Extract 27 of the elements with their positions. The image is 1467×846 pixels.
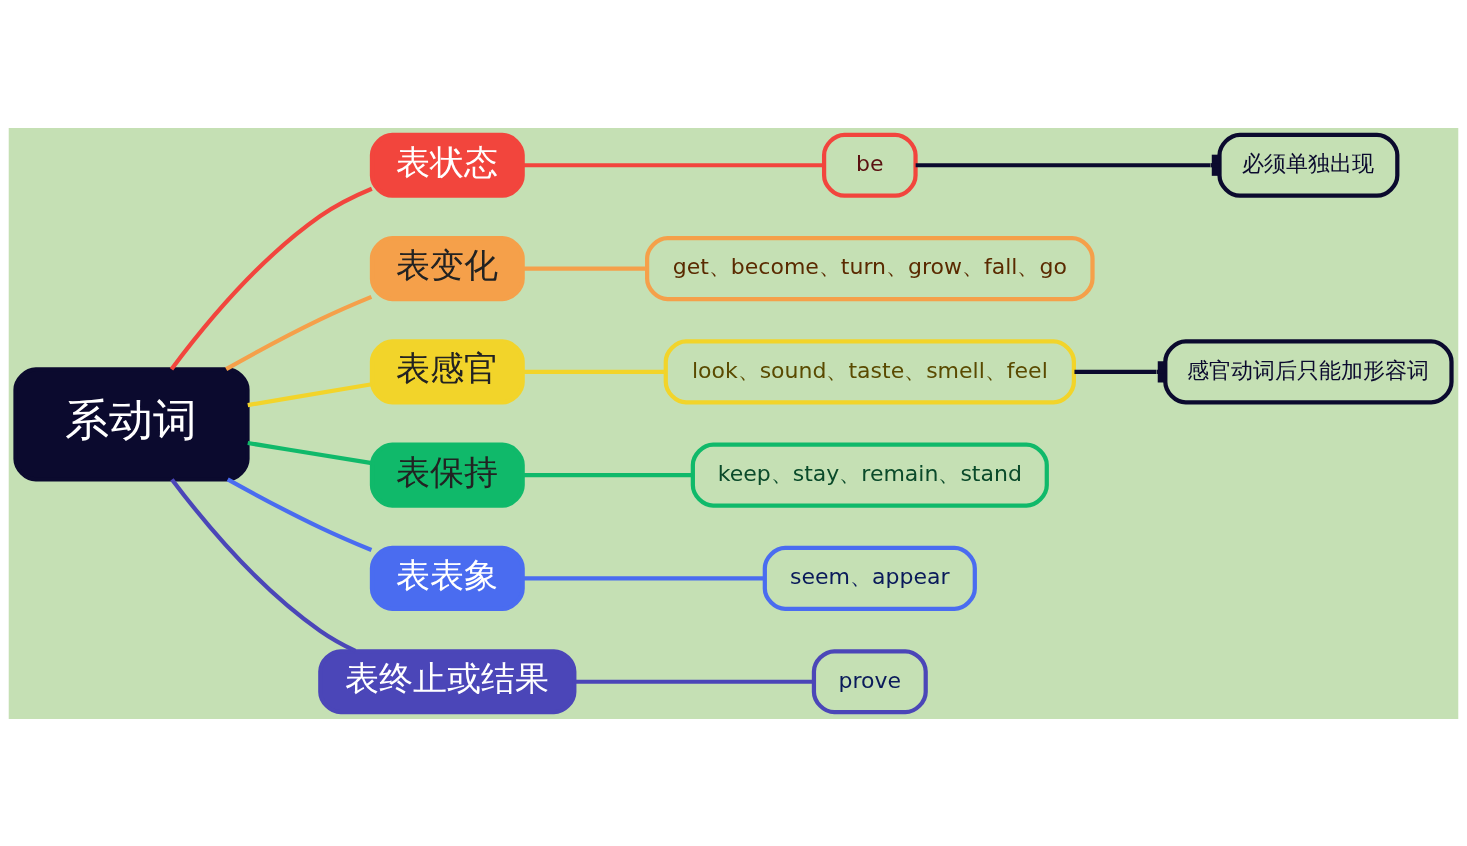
node-box: 表感官 [369, 338, 525, 404]
node-box: 表保持 [369, 442, 525, 508]
node-box: 表变化 [369, 235, 525, 301]
connector [169, 186, 373, 371]
connector [523, 472, 693, 477]
node-box: prove [811, 648, 928, 714]
node-box: 表表象 [369, 545, 525, 611]
node-box: 表终止或结果 [318, 648, 577, 714]
connector [226, 477, 373, 552]
connector [247, 381, 373, 407]
node-box: get、become、turn、grow、fall、go [645, 235, 1095, 301]
node-box: seem、appear [762, 545, 977, 611]
connector [247, 440, 373, 465]
node-box: look、sound、taste、smell、feel [663, 338, 1076, 404]
node-box: 感官动词后只能加形容词 [1163, 338, 1454, 404]
connector [523, 265, 647, 271]
node-box: be [822, 132, 918, 198]
connector [523, 575, 765, 581]
node-box: 系动词 [13, 366, 250, 481]
connector [225, 294, 373, 371]
connector [170, 477, 357, 653]
node-box: keep、stay、remain、stand [690, 442, 1049, 508]
node-box: 表状态 [369, 132, 525, 198]
connector [523, 162, 824, 167]
node-box: 必须单独出现 [1217, 132, 1400, 198]
connector [574, 679, 814, 684]
connector [523, 369, 666, 374]
